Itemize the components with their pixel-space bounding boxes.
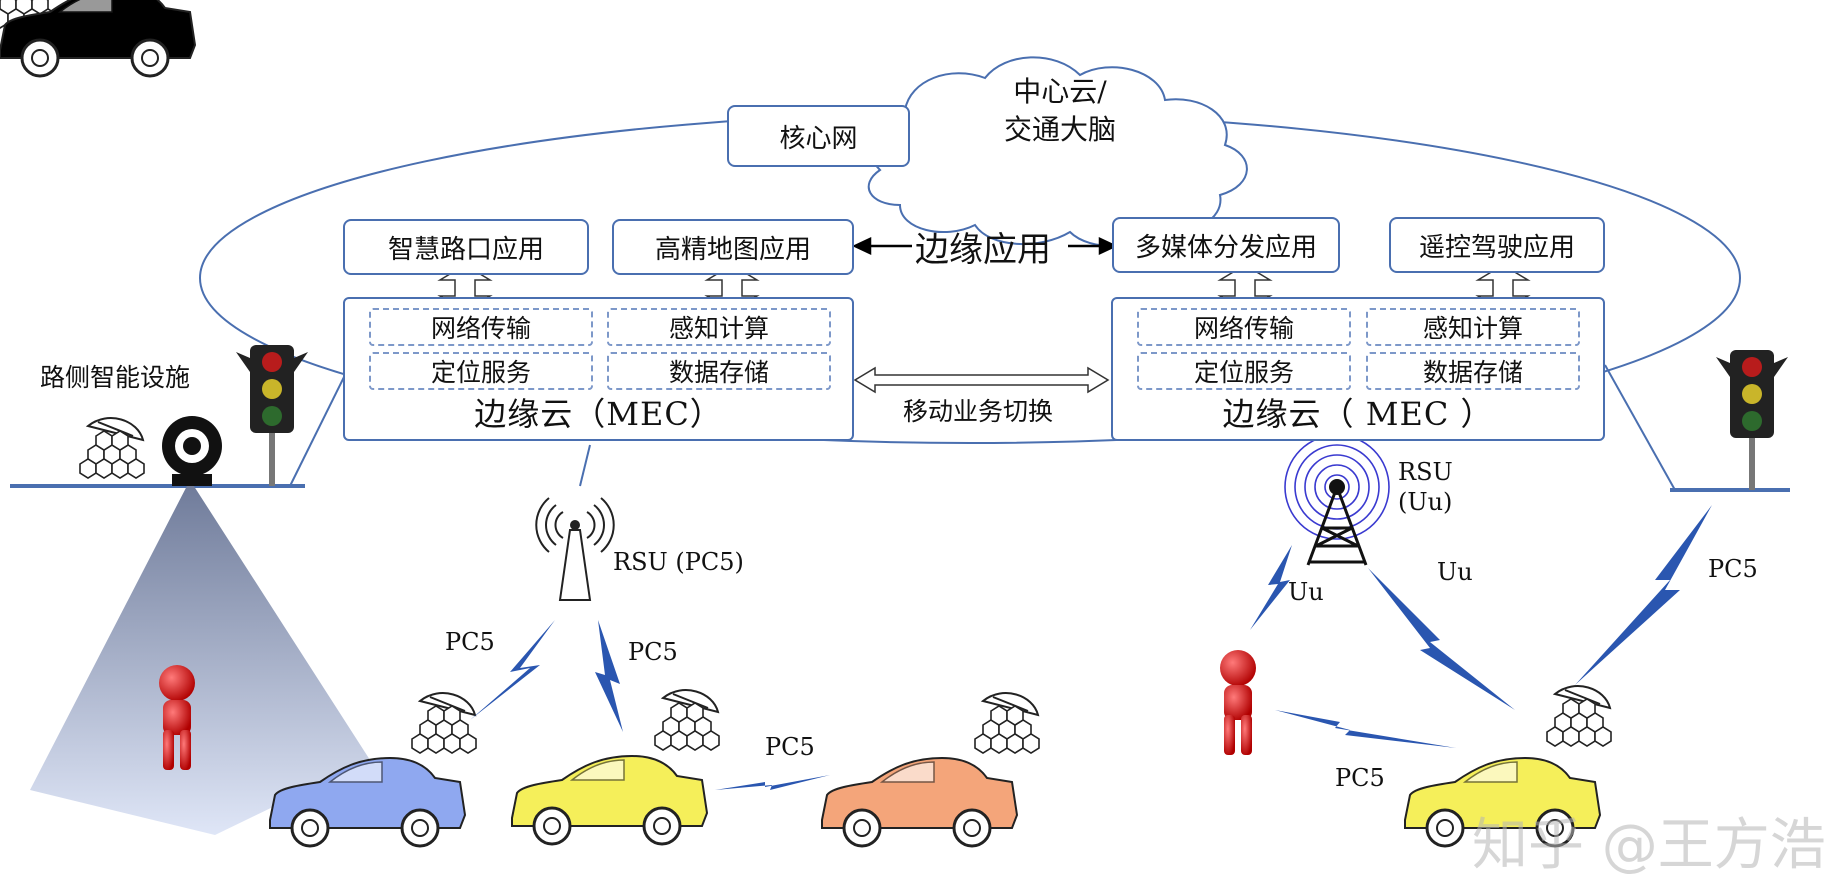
lightning-pc5-person: [1275, 710, 1456, 748]
rsu-pc5-label: RSU (PC5): [613, 548, 744, 576]
cloud-line-1: 中心云/: [1013, 75, 1107, 108]
mec-right-positioning: 定位服务: [1137, 352, 1351, 390]
car-orange: [820, 756, 1019, 848]
pc5-label-e: PC5: [1335, 764, 1385, 792]
app-multimedia: 多媒体分发应用: [1112, 217, 1340, 273]
mec-right-title: 边缘云（ MEC ）: [1222, 395, 1494, 433]
mec-right-network: 网络传输: [1137, 308, 1351, 346]
lightning-pc5-3: [715, 775, 830, 790]
mec-left-title: 边缘云（MEC）: [474, 395, 723, 433]
rsu-uu-tower-icon: [1284, 434, 1390, 566]
person-right: [1220, 650, 1256, 755]
cloud-shape: [867, 56, 1248, 247]
pc5-label-c: PC5: [765, 733, 815, 761]
app-remote-driving: 遥控驾驶应用: [1389, 217, 1605, 273]
app-smart-intersection: 智慧路口应用: [343, 219, 589, 275]
mec-left: 网络传输 感知计算 定位服务 数据存储 边缘云（MEC）: [343, 297, 854, 441]
mec-left-network: 网络传输: [369, 308, 593, 346]
cloud-line-2: 交通大脑: [1003, 113, 1116, 146]
mec-left-storage: 数据存储: [607, 352, 831, 390]
rsu-pc5-antenna-icon: [535, 497, 615, 601]
pc5-label-d: PC5: [1708, 555, 1758, 583]
uu-label-b: Uu: [1437, 558, 1473, 586]
person-left: [159, 665, 195, 770]
mec-right: 网络传输 感知计算 定位服务 数据存储 边缘云（ MEC ）: [1111, 297, 1605, 441]
lightning-pc5-1: [470, 620, 555, 720]
car-yellow-1: [510, 754, 709, 846]
core-network-box: 核心网: [727, 105, 910, 167]
pc5-label-b: PC5: [628, 638, 678, 666]
edge-apps-label: 边缘应用: [915, 230, 1051, 270]
roadside-label: 路侧智能设施: [40, 363, 191, 392]
rsu-uu-line-1: RSU: [1398, 458, 1453, 486]
mec-right-perception: 感知计算: [1366, 308, 1580, 346]
rsu-uu-line-2: (Uu): [1398, 488, 1453, 516]
traffic-light-right: [1716, 350, 1788, 490]
pc5-label-a: PC5: [445, 628, 495, 656]
lightning-uu-2: [1368, 568, 1515, 710]
traffic-light-left: [236, 345, 308, 486]
cloud-label: 中心云/ 交通大脑: [990, 73, 1130, 149]
camera-coverage-cone: [30, 480, 370, 835]
lightning-uu-1: [1250, 545, 1292, 630]
mec-right-storage: 数据存储: [1366, 352, 1580, 390]
rsu-uu-label: RSU (Uu): [1398, 457, 1453, 517]
uu-label-a: Uu: [1288, 578, 1324, 606]
mec-left-perception: 感知计算: [607, 308, 831, 346]
mec-left-positioning: 定位服务: [369, 352, 593, 390]
app-hd-map: 高精地图应用: [612, 219, 854, 275]
camera-icon: [162, 416, 222, 486]
lightning-pc5-2: [595, 620, 623, 732]
car-icon: [0, 0, 197, 78]
watermark: 知乎 @王方浩: [1472, 813, 1826, 878]
mobility-handover-label: 移动业务切换: [903, 397, 1054, 426]
lightning-pc5-right: [1575, 505, 1712, 685]
